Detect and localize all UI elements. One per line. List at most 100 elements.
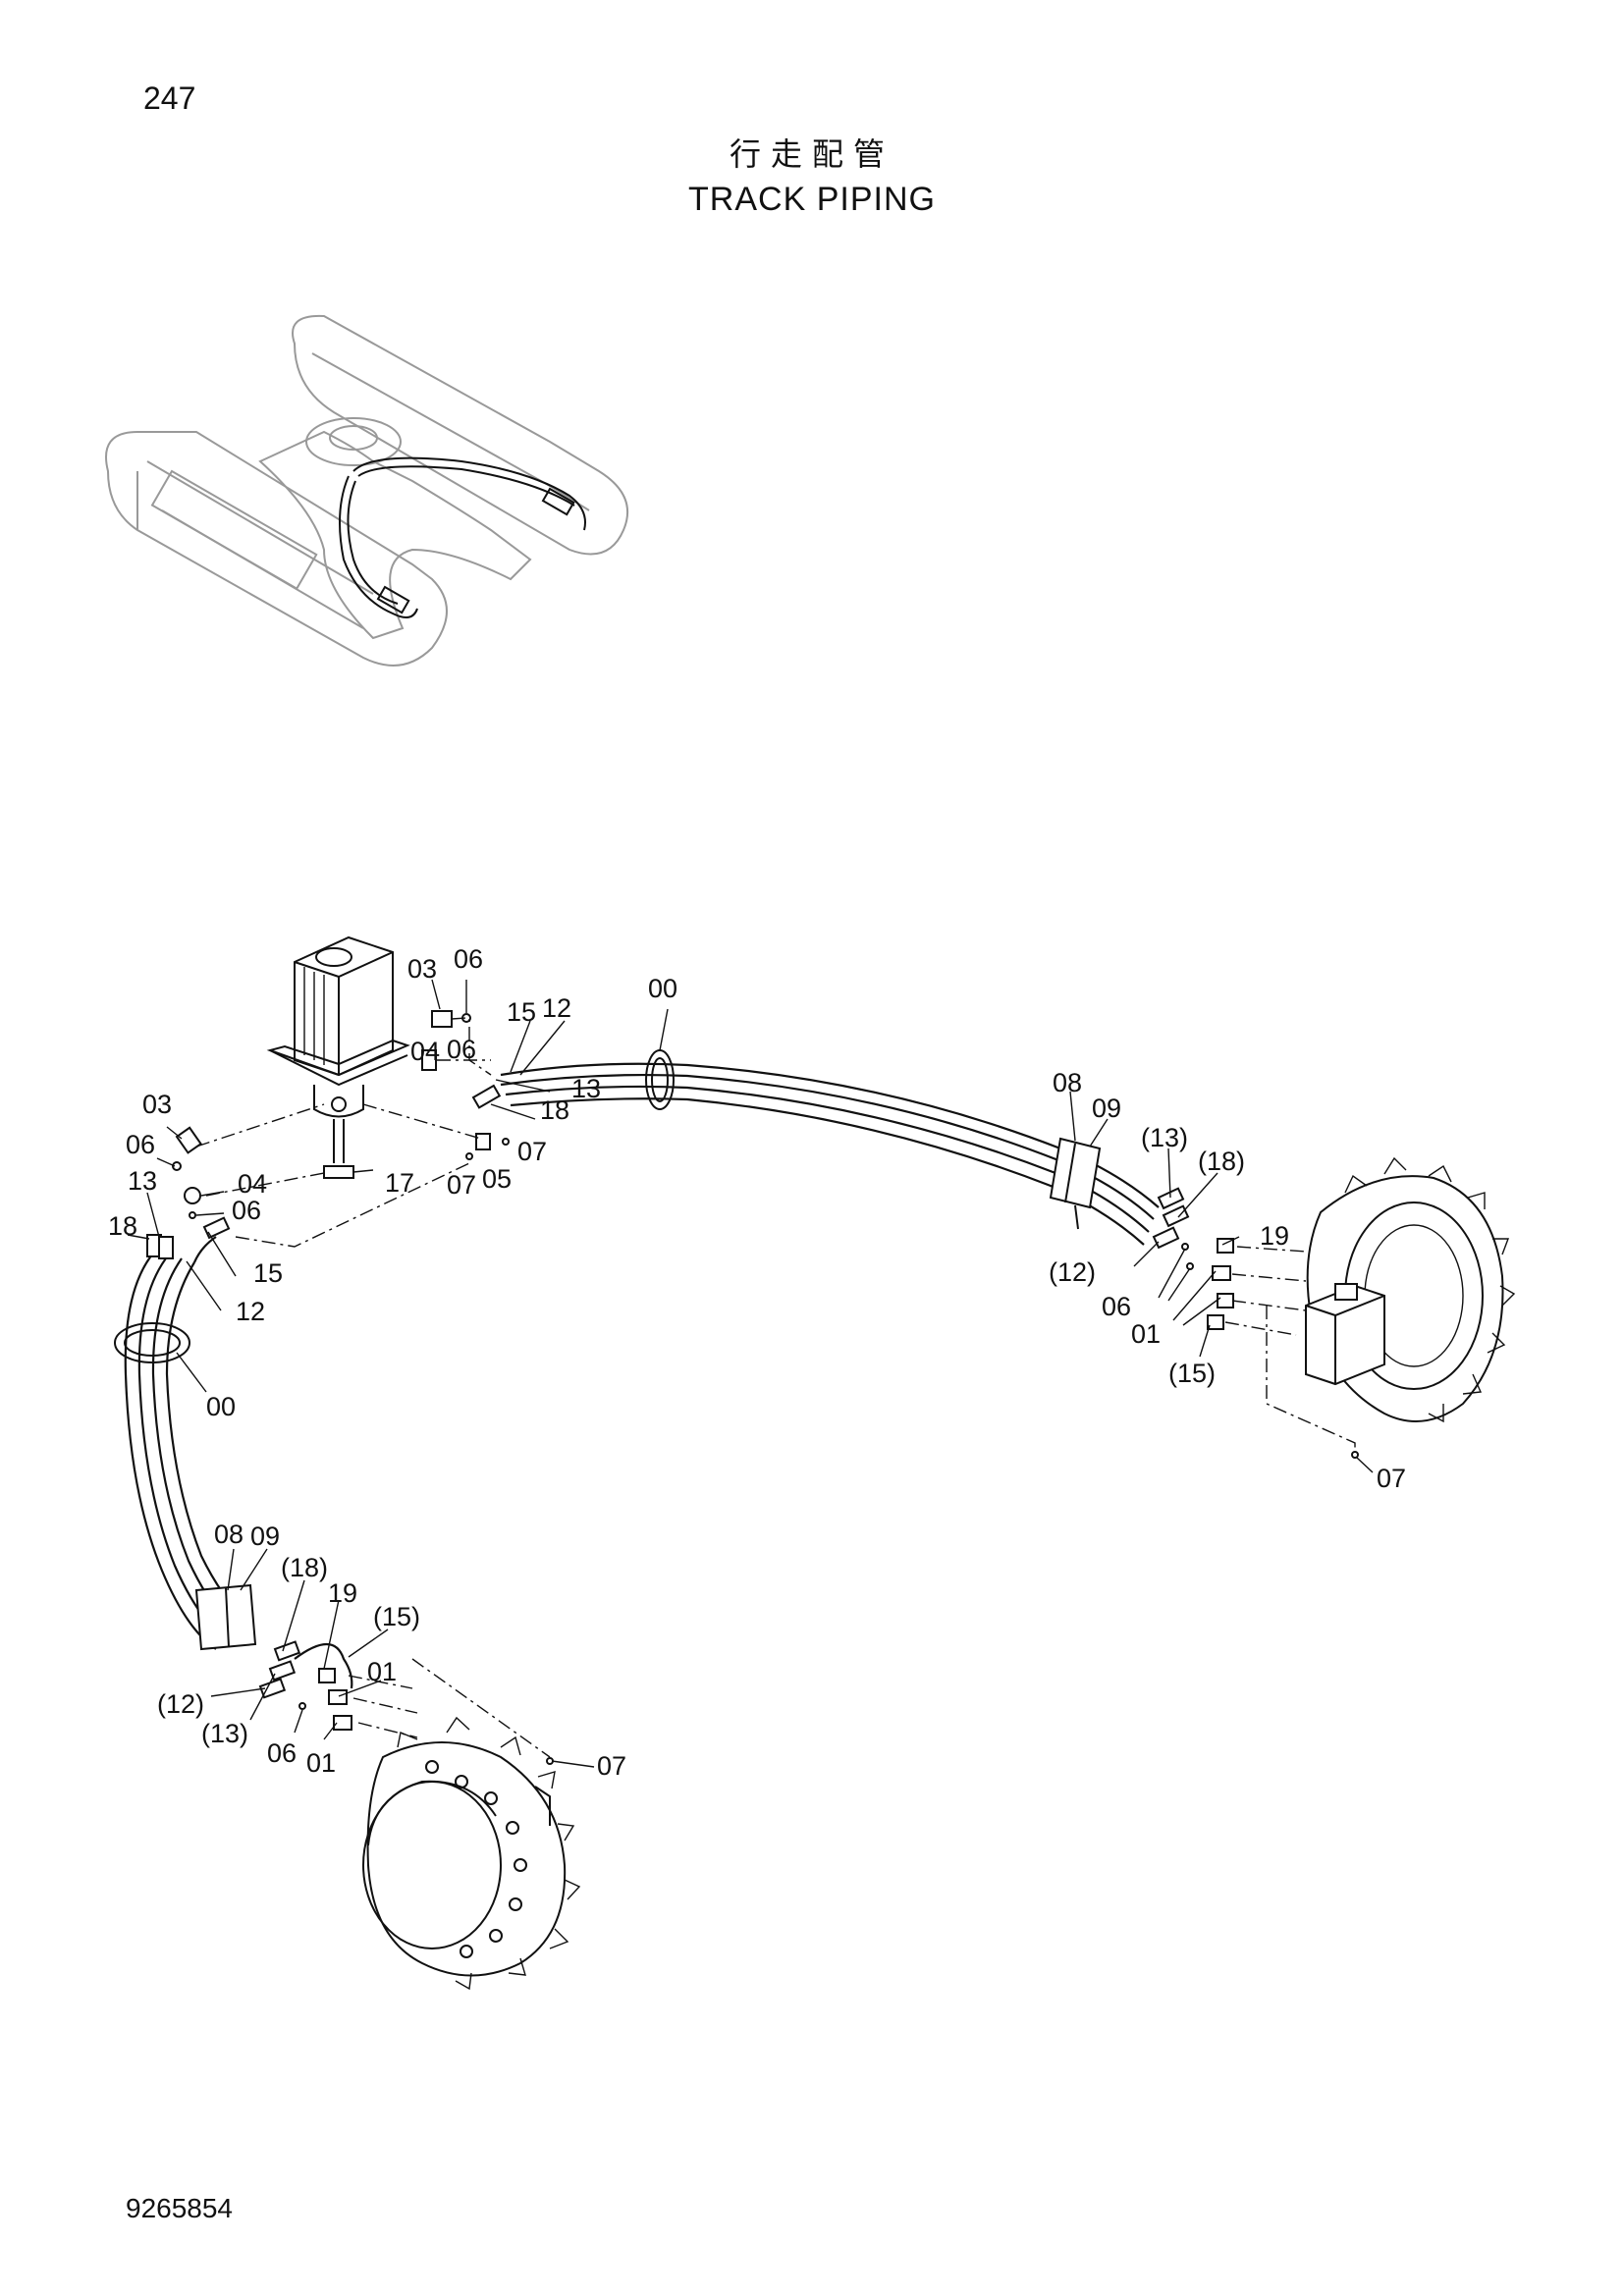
callout-17: 17 <box>385 1168 414 1198</box>
oring-06-left-b <box>189 1211 196 1219</box>
fitting-13-bottom <box>268 1660 297 1682</box>
callout-12: (12) <box>157 1689 204 1719</box>
assembly-lines-right-motor <box>1224 1246 1307 1336</box>
fitting-15-right <box>1207 1314 1224 1330</box>
leader-swivel-top <box>431 979 467 1013</box>
hose-left-1 <box>124 1248 217 1650</box>
fitting-18-swivel <box>471 1084 502 1109</box>
callout-12: 12 <box>236 1297 265 1326</box>
overview-front-track-guard <box>150 469 318 591</box>
document-number: 9265854 <box>126 2193 234 2223</box>
callout-13: (13) <box>201 1719 248 1748</box>
overview-hose-left <box>339 475 418 618</box>
hose-right-4 <box>510 1097 1145 1246</box>
callout-08: 08 <box>1053 1068 1082 1097</box>
fitting-19-bottom <box>318 1668 336 1683</box>
fitting-04 <box>421 1049 437 1071</box>
leader-15-12 <box>510 1020 566 1076</box>
clamp-00-top-inner <box>651 1057 669 1102</box>
bolt <box>514 1858 527 1872</box>
callout-19: 19 <box>328 1578 357 1608</box>
callout-00: 00 <box>648 974 677 1003</box>
overview-front-track <box>105 431 448 667</box>
overview-swivel-center <box>329 425 378 451</box>
callout-15: 15 <box>253 1258 283 1288</box>
motor-right-valve-edges <box>1305 1295 1385 1384</box>
callout-04: 04 <box>410 1037 440 1066</box>
fitting-04-left <box>184 1187 201 1204</box>
leader-00-left <box>176 1352 207 1393</box>
leader-07-bottom <box>551 1760 595 1768</box>
hose-bundle-right <box>500 1049 1307 1336</box>
leader-left-top <box>156 1126 225 1216</box>
callout-07: 07 <box>447 1170 476 1200</box>
clamp-08-09-bottom-split <box>225 1587 230 1648</box>
center-joint-lower <box>313 1085 364 1118</box>
motor-bottom-valve <box>534 1786 551 1826</box>
fitting-13-right <box>1157 1187 1185 1210</box>
assembly-lines-bottom-motor <box>348 1675 418 1738</box>
hose-left-2 <box>137 1254 229 1642</box>
fitting-01-right-b <box>1217 1293 1234 1308</box>
page-title-chinese: 行走配管 <box>729 135 894 173</box>
callout-03: 03 <box>142 1090 172 1119</box>
leader-bottom-low <box>210 1673 338 1740</box>
leader-13-18 <box>490 1079 551 1120</box>
callout-07: 07 <box>1377 1464 1406 1493</box>
oring-06-left-a <box>172 1161 182 1171</box>
bolt <box>484 1791 498 1805</box>
assembly-line-03 <box>451 1017 492 1076</box>
bolt <box>489 1929 503 1943</box>
callout-18: (18) <box>1198 1147 1245 1176</box>
assembly-lines <box>195 1017 492 1248</box>
center-joint-top-cap <box>315 947 352 967</box>
travel-motor-right <box>1266 1156 1516 1459</box>
center-joint-body <box>294 935 394 1077</box>
page-number: 247 <box>143 80 196 116</box>
callout-00: 00 <box>206 1392 236 1421</box>
bolt <box>455 1775 468 1789</box>
oring-07-a <box>465 1152 473 1160</box>
clamp-08-09-bottom <box>194 1583 257 1651</box>
callout-03: 03 <box>407 954 437 984</box>
leader-13-18-right <box>1167 1148 1218 1218</box>
fitting-13-left <box>158 1236 174 1259</box>
callout-12: (12) <box>1049 1257 1096 1287</box>
page-title: TRACK PIPING <box>688 181 936 218</box>
oring-07-right <box>1351 1451 1359 1459</box>
fitting-15-left <box>202 1216 231 1240</box>
fitting-03-left <box>175 1126 202 1154</box>
callout-labels: 03 06 15 12 04 06 13 18 17 07 05 07 00 0… <box>108 944 1406 1781</box>
fitting-01-bottom-b <box>333 1715 352 1731</box>
callout-06: 06 <box>454 944 483 974</box>
center-joint-ribs <box>303 967 325 1065</box>
sprocket-bottom-outline <box>366 1741 567 1977</box>
bolt <box>460 1945 473 1958</box>
callout-06: 06 <box>126 1130 155 1159</box>
sprocket-bottom-teeth <box>397 1716 581 1991</box>
clamp-00-left-inner <box>124 1329 181 1357</box>
callout-18: 18 <box>540 1095 569 1125</box>
clamp-08-09-right <box>1049 1137 1102 1209</box>
callout-15: (15) <box>1168 1359 1216 1388</box>
leader-07-right <box>1356 1457 1374 1473</box>
hose-left-top-curve <box>192 1236 217 1263</box>
leader-bottom-top <box>282 1579 389 1697</box>
fitting-19-right <box>1217 1238 1234 1254</box>
leader-lines <box>127 979 1374 1768</box>
assembly-line-left-03 <box>195 1103 325 1148</box>
fitting-01-right-a <box>1212 1265 1231 1281</box>
assembly-line-07 <box>235 1162 470 1248</box>
motor-bottom-bolts <box>425 1760 527 1958</box>
oring-07-b <box>502 1138 510 1146</box>
leader-17 <box>352 1169 374 1173</box>
callout-06: 06 <box>267 1738 297 1768</box>
clamp-00-left <box>114 1322 190 1363</box>
center-joint-flange <box>266 1039 410 1077</box>
fitting-01-bottom-a <box>328 1689 348 1705</box>
callout-06: 06 <box>447 1035 476 1064</box>
callout-05: 05 <box>482 1164 512 1194</box>
overview-hose-right <box>352 456 586 531</box>
callout-01: 01 <box>1131 1319 1161 1349</box>
callout-07: 07 <box>517 1137 547 1166</box>
